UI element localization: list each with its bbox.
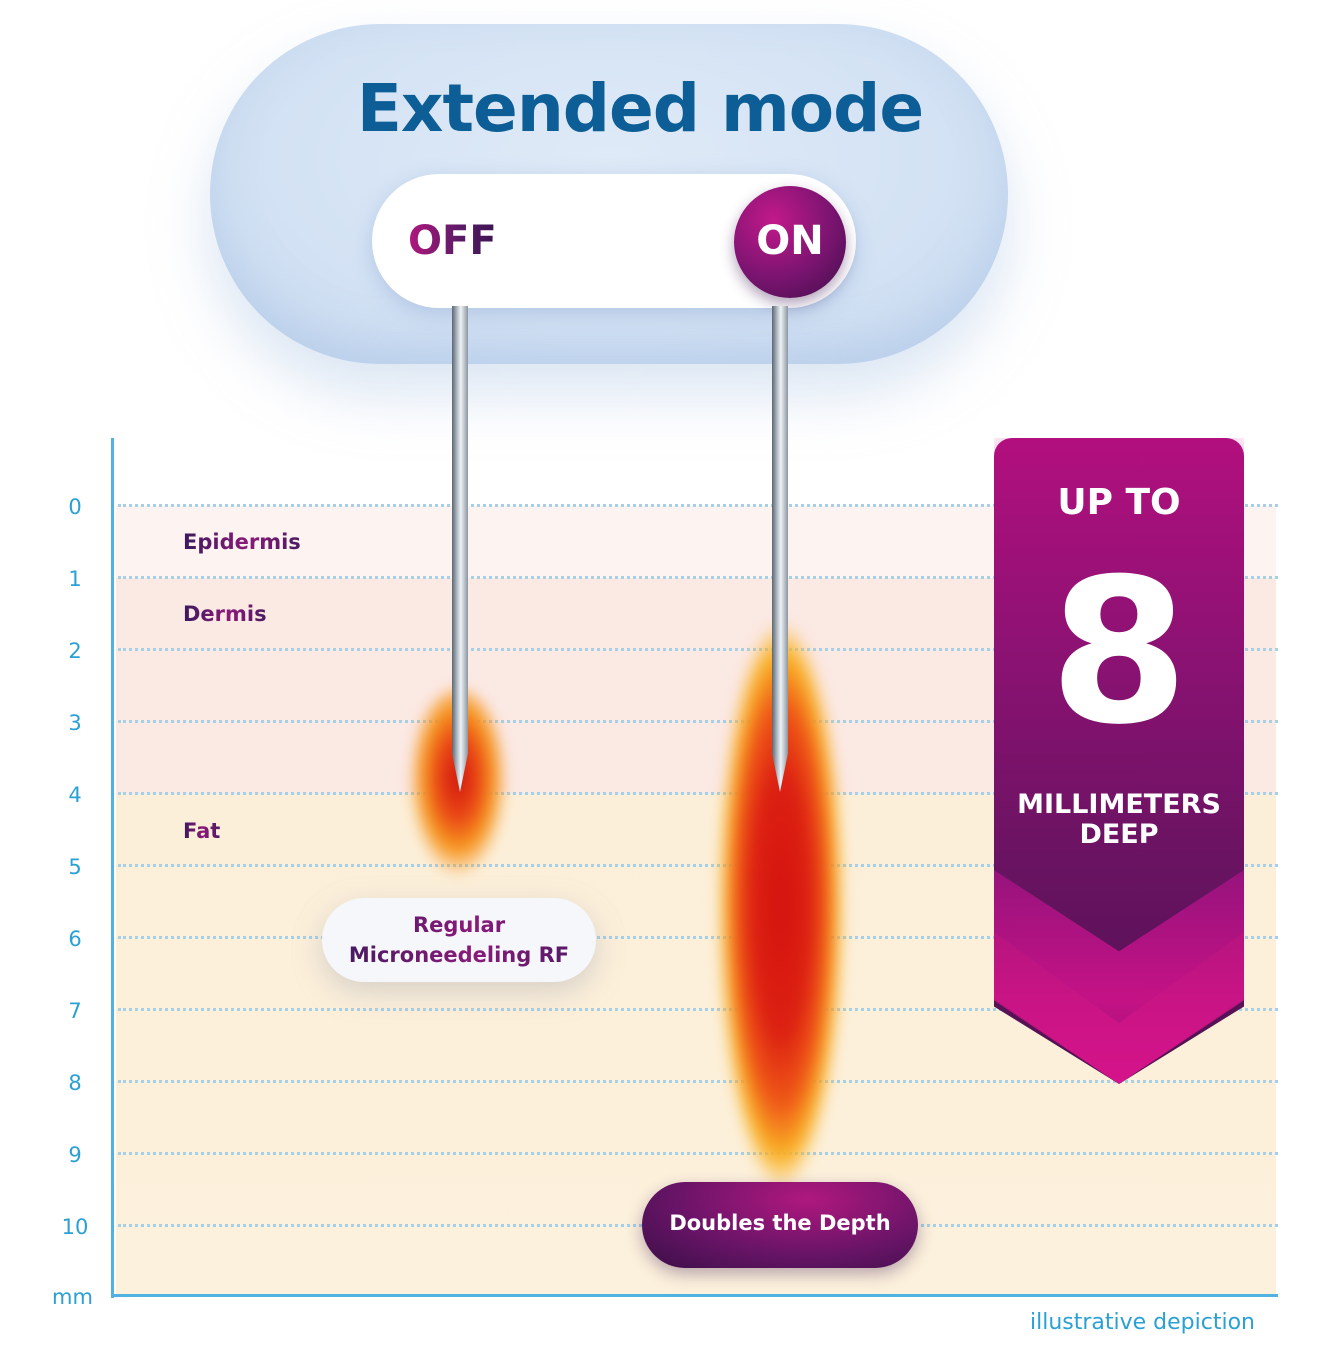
layer-label-epidermis: Epidermis bbox=[183, 530, 301, 554]
banner-up-to: UP TO bbox=[994, 482, 1244, 523]
layer-label-fat: Fat bbox=[183, 819, 220, 843]
y-tick-label: 0 bbox=[40, 495, 110, 519]
x-axis-line bbox=[111, 1294, 1278, 1297]
needle-regular bbox=[452, 306, 468, 792]
needle-extended bbox=[772, 306, 788, 792]
toggle-off-label[interactable]: OFF bbox=[408, 218, 497, 264]
y-axis-line bbox=[111, 438, 114, 1298]
banner-unit: MILLIMETERS DEEP bbox=[994, 790, 1244, 850]
y-tick-label: 6 bbox=[40, 927, 110, 951]
y-tick-label: 7 bbox=[40, 999, 110, 1023]
y-tick-label: 4 bbox=[40, 783, 110, 807]
y-tick-label: 1 bbox=[40, 567, 110, 591]
y-tick-label: 10 bbox=[40, 1215, 110, 1239]
gridline-8 bbox=[118, 1080, 1278, 1083]
page-title: Extended mode bbox=[210, 70, 1070, 147]
y-tick-label: 8 bbox=[40, 1071, 110, 1095]
banner-number: 8 bbox=[994, 548, 1244, 758]
gridline-9 bbox=[118, 1152, 1278, 1155]
regular-rf-label: Regular Microneedeling RF bbox=[322, 910, 596, 970]
y-axis-unit-label: mm bbox=[52, 1285, 93, 1309]
doubles-depth-label: Doubles the Depth bbox=[642, 1211, 918, 1235]
footnote: illustrative depiction bbox=[1030, 1310, 1255, 1335]
y-tick-label: 2 bbox=[40, 639, 110, 663]
y-tick-label: 9 bbox=[40, 1143, 110, 1167]
y-tick-label: 5 bbox=[40, 855, 110, 879]
regular-rf-label-line2: Microneedeling RF bbox=[322, 940, 596, 970]
banner-unit-line2: DEEP bbox=[994, 820, 1244, 850]
regular-rf-label-line1: Regular bbox=[322, 910, 596, 940]
layer-label-dermis: Dermis bbox=[183, 602, 267, 626]
y-tick-label: 3 bbox=[40, 711, 110, 735]
banner-unit-line1: MILLIMETERS bbox=[994, 790, 1244, 820]
toggle-on-label[interactable]: ON bbox=[734, 218, 846, 264]
